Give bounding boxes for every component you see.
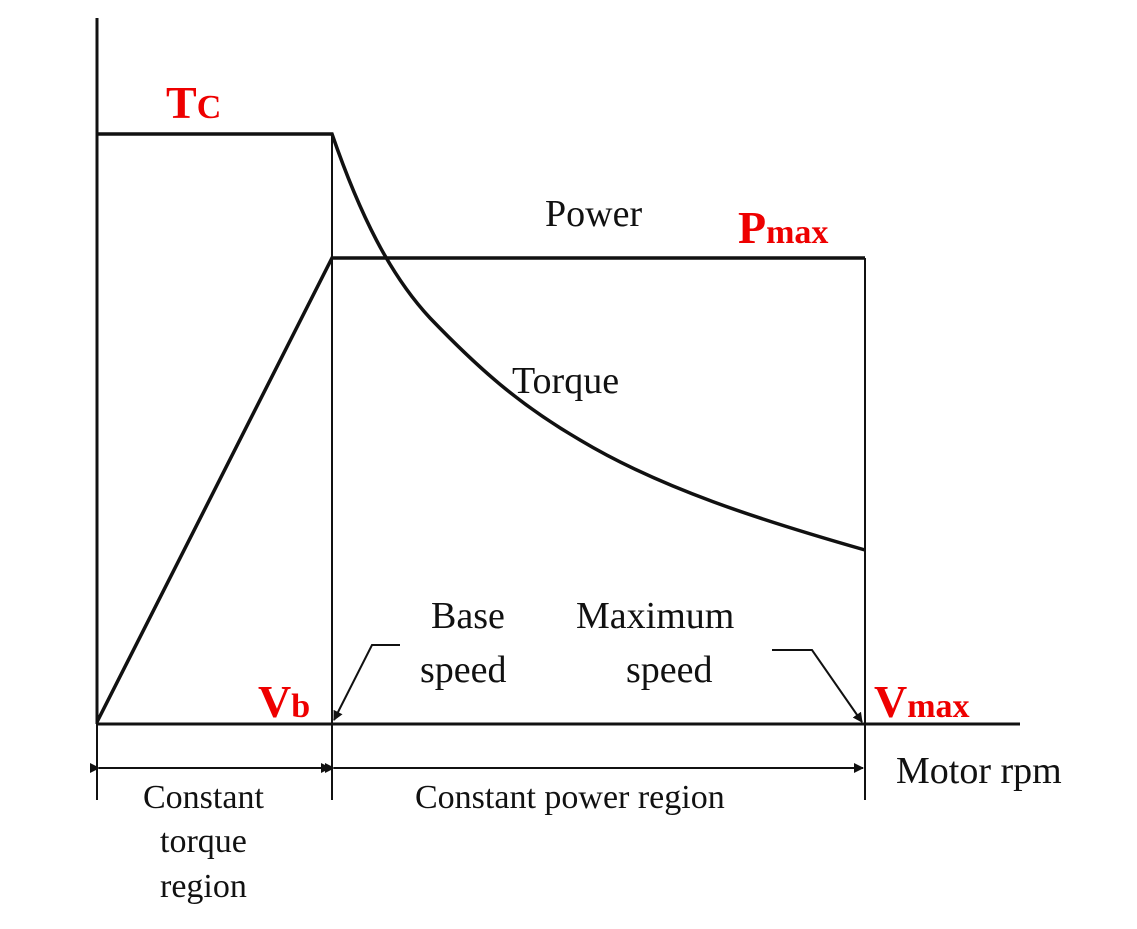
- power-label: Power: [545, 193, 642, 235]
- torque-curve: [97, 132, 866, 552]
- torque-label: Torque: [512, 360, 619, 402]
- max-speed-label-line1: Maximum: [576, 595, 734, 637]
- constant-torque-label-line2: torque: [160, 823, 247, 860]
- max-speed-leader: [772, 649, 863, 723]
- vmax-label: Vmax: [874, 676, 970, 727]
- base-speed-leader: [333, 644, 400, 721]
- constant-torque-label-line1: Constant: [143, 779, 264, 816]
- pmax-label: Pmax: [738, 202, 828, 253]
- base-speed-label-line2: speed: [420, 649, 507, 691]
- base-speed-label-line1: Base: [431, 595, 505, 637]
- x-axis-label: Motor rpm: [896, 750, 1062, 792]
- constant-torque-label-line3: region: [160, 868, 247, 905]
- max-speed-label-line2: speed: [626, 649, 713, 691]
- vb-label: Vb: [258, 676, 310, 727]
- tc-label: TC: [166, 77, 221, 128]
- constant-power-label: Constant power region: [415, 779, 725, 816]
